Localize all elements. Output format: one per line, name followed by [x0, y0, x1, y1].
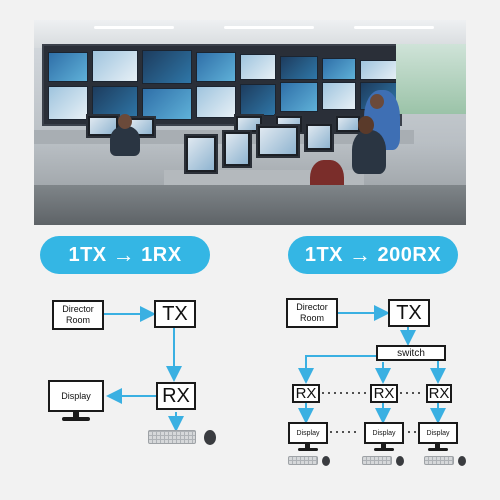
display-monitor-3: Display — [418, 422, 458, 452]
arrow-right-icon: → — [349, 242, 372, 267]
wall-screen — [280, 56, 318, 80]
ceiling-light — [94, 26, 174, 29]
mouse-icon — [204, 430, 216, 445]
desk-monitor — [222, 130, 252, 168]
mouse-icon — [322, 456, 330, 466]
desk-monitor — [184, 134, 218, 174]
monitor-base — [428, 448, 448, 451]
banner-left-a: 1TX — [68, 243, 107, 266]
display-label-3: Display — [426, 429, 450, 437]
control-room-photo — [34, 20, 466, 225]
tx-box-right: TX — [388, 299, 430, 327]
desk-monitor — [334, 114, 362, 134]
rx-box-1: RX — [292, 384, 320, 403]
keyboard-icon — [288, 456, 318, 465]
wall-screen — [48, 52, 88, 82]
ceiling-light — [354, 26, 434, 29]
floor — [34, 185, 466, 225]
monitor-neck — [435, 444, 440, 448]
tx-label-right: TX — [396, 301, 422, 324]
wall-screen — [196, 86, 236, 118]
keyboard-icon — [148, 430, 196, 444]
director-room-label: Director Room — [62, 304, 94, 325]
director-room-box: Director Room — [52, 300, 104, 330]
rx-box-2: RX — [370, 384, 398, 403]
wall-screen — [196, 52, 236, 82]
wall-screen — [240, 84, 276, 116]
wall-screen — [240, 54, 276, 80]
desk-monitor — [256, 124, 300, 158]
seated-person — [352, 130, 386, 174]
display-label: Display — [61, 391, 91, 401]
rx-label-3: RX — [428, 385, 450, 402]
ceiling — [34, 20, 466, 48]
switch-box: switch — [376, 345, 446, 361]
mouse-icon — [396, 456, 404, 466]
director-room-label-right: Director Room — [296, 302, 328, 323]
wall-screen — [142, 88, 192, 120]
operator-head — [118, 114, 132, 129]
banner-right-b: 200RX — [377, 243, 442, 266]
display-monitor: Display — [48, 380, 104, 422]
display-screen-1: Display — [288, 422, 328, 444]
mouse-icon — [458, 456, 466, 466]
desk-monitor — [86, 114, 120, 138]
window — [396, 44, 466, 114]
wall-screen — [322, 82, 356, 110]
wall-screen — [142, 50, 192, 84]
monitor-base — [298, 448, 318, 451]
desk-monitor — [304, 122, 334, 152]
rx-box: RX — [156, 382, 196, 410]
seated-person-head — [358, 116, 374, 134]
monitor-base — [374, 448, 394, 451]
display-monitor-1: Display — [288, 422, 328, 452]
display-monitor-2: Display — [364, 422, 404, 452]
monitor-neck — [73, 412, 79, 417]
director-room-box-right: Director Room — [286, 298, 338, 328]
banner-right-a: 1TX — [304, 243, 344, 266]
banner-1tx-200rx: 1TX → 200RX — [288, 236, 458, 274]
standing-person-head — [370, 94, 384, 109]
banner-1tx-1rx: 1TX → 1RX — [40, 236, 210, 274]
arrow-switch-to-rx1 — [298, 355, 376, 384]
display-screen: Display — [48, 380, 104, 412]
keyboard-icon — [362, 456, 392, 465]
tx-label: TX — [162, 302, 188, 325]
wall-screen — [92, 50, 138, 82]
display-label-1: Display — [296, 429, 320, 437]
display-screen-3: Display — [418, 422, 458, 444]
wall-screen — [48, 86, 88, 120]
banner-left-b: 1RX — [141, 243, 182, 266]
tx-box: TX — [154, 300, 196, 328]
keyboard-icon — [424, 456, 454, 465]
monitor-base — [62, 417, 90, 421]
rx-box-3: RX — [426, 384, 452, 403]
monitor-neck — [305, 444, 310, 448]
switch-label: switch — [397, 347, 425, 359]
rx-label-1: RX — [295, 385, 317, 402]
rx-label: RX — [162, 384, 190, 407]
display-label-2: Display — [372, 429, 396, 437]
ceiling-light — [224, 26, 314, 29]
wall-screen — [280, 82, 318, 112]
operator — [110, 126, 140, 156]
monitor-neck — [381, 444, 386, 448]
arrow-right-icon: → — [112, 242, 136, 267]
display-screen-2: Display — [364, 422, 404, 444]
wall-screen — [322, 58, 356, 80]
rx-label-2: RX — [373, 385, 395, 402]
